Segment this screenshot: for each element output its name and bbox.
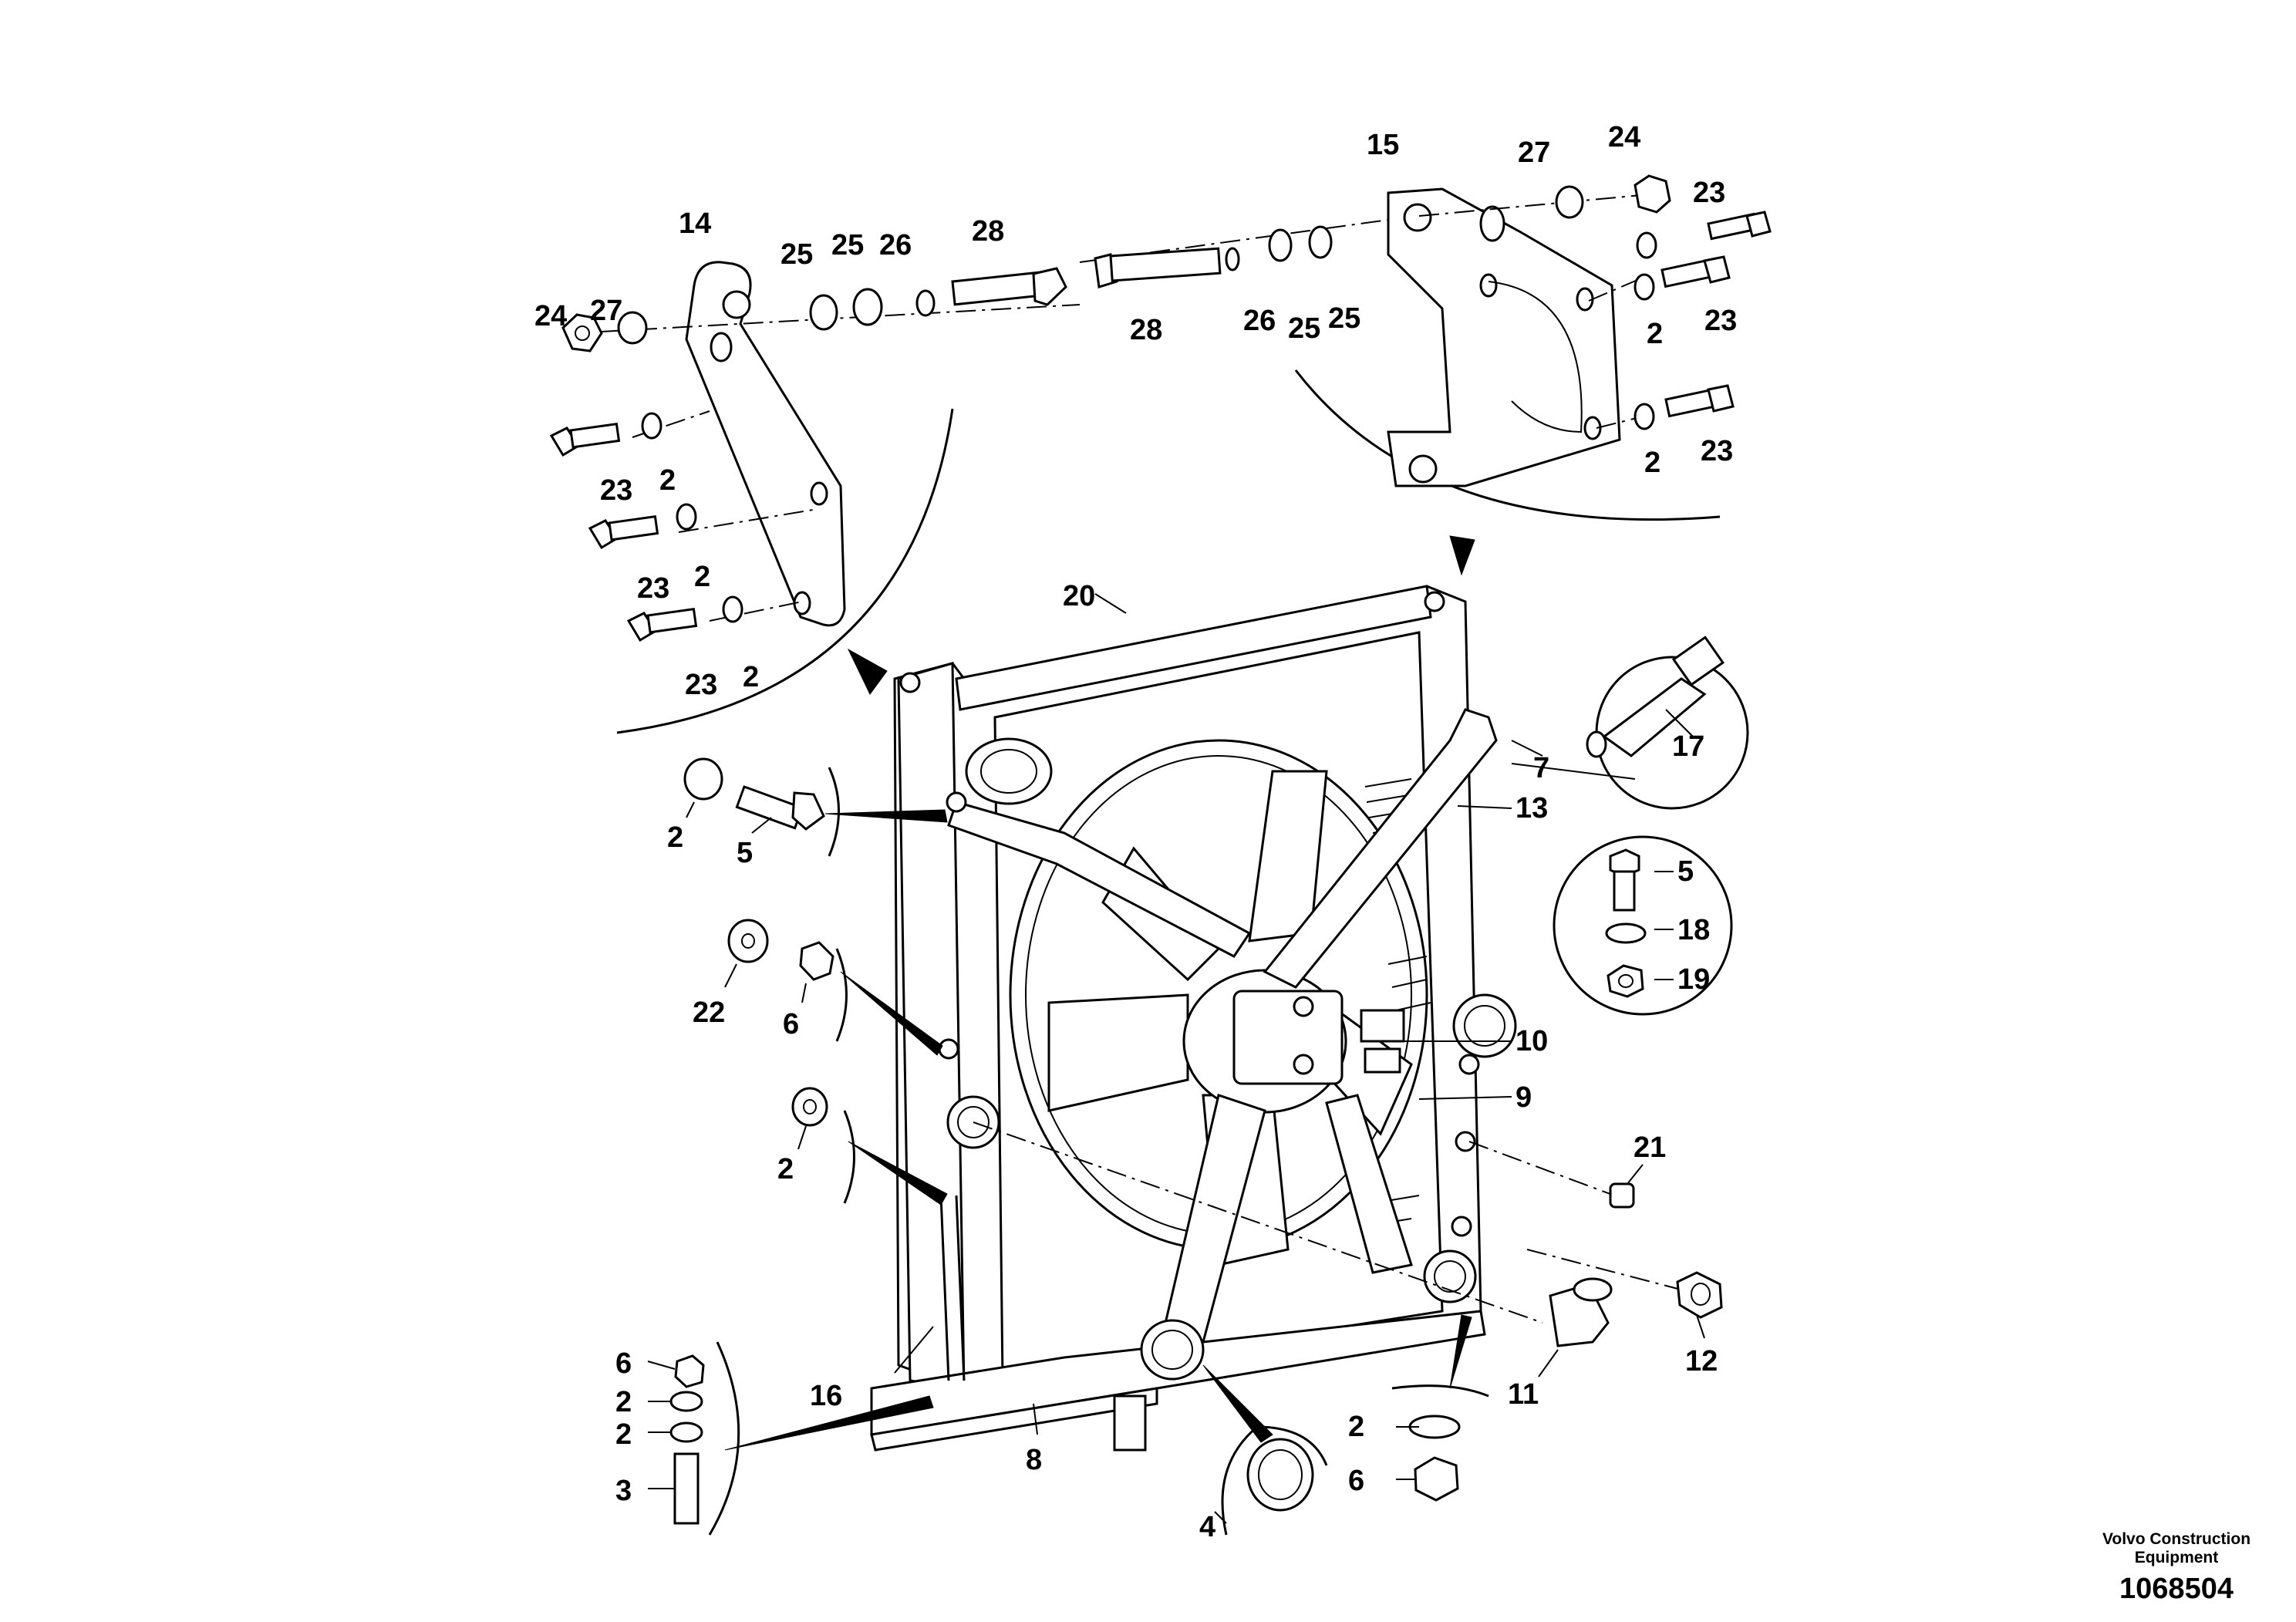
label-2: 2 [659,464,676,497]
label-28: 28 [972,215,1004,248]
right-bracket-detail [1079,174,1772,576]
label-2: 2 [667,821,683,854]
part-number-labels: 14 24 27 25 25 26 28 23 2 23 2 23 2 15 2… [534,121,1737,1543]
publisher-block: Volvo Construction Equipment 1068504 [2102,1530,2250,1605]
label-25: 25 [1328,302,1360,335]
label-13: 13 [1515,792,1548,824]
label-23: 23 [1693,177,1725,209]
label-26: 26 [1243,305,1276,337]
label-19: 19 [1677,963,1710,996]
left-bracket-detail [549,261,1081,734]
leader-lines [647,593,1705,1524]
sealant-callout [1586,636,1749,810]
label-24: 24 [1608,121,1640,153]
label-2: 2 [694,561,710,593]
label-2: 2 [615,1418,632,1451]
label-6: 6 [1348,1465,1364,1497]
label-25: 25 [1288,312,1320,345]
label-20: 20 [1063,580,1095,612]
label-4: 4 [1199,1511,1215,1543]
drawing-number: 1068504 [2119,1573,2234,1605]
label-2: 2 [777,1153,794,1185]
label-6: 6 [615,1347,632,1380]
label-22: 22 [693,996,725,1029]
label-21: 21 [1633,1131,1666,1164]
fastener-kit-callout [1553,835,1733,1016]
label-2: 2 [1644,447,1660,479]
label-2: 2 [615,1386,632,1418]
label-18: 18 [1677,914,1710,946]
label-10: 10 [1515,1025,1548,1057]
label-26: 26 [879,229,912,261]
label-23: 23 [1701,435,1733,467]
label-23: 23 [600,474,632,507]
label-15: 15 [1367,129,1399,161]
label-23: 23 [1704,305,1737,337]
label-28: 28 [1130,314,1162,346]
label-25: 25 [831,229,864,261]
label-23: 23 [637,572,669,605]
bottom-callout-parts [1221,1182,1723,1536]
label-23: 23 [685,669,717,701]
brand-line-2: Equipment [2135,1549,2219,1566]
label-17: 17 [1672,730,1704,763]
label-5: 5 [1677,855,1694,888]
label-12: 12 [1685,1345,1718,1378]
label-6: 6 [783,1008,799,1040]
label-8: 8 [1026,1444,1042,1476]
label-9: 9 [1515,1081,1532,1114]
label-27: 27 [590,295,622,327]
radiator-assembly [724,585,1705,1452]
left-callout-parts [669,757,855,1536]
label-3: 3 [615,1475,632,1507]
label-2: 2 [1647,318,1663,350]
label-25: 25 [781,238,813,271]
label-24: 24 [534,300,567,332]
label-16: 16 [810,1380,842,1412]
label-27: 27 [1518,137,1550,169]
brand-line-1: Volvo Construction [2102,1530,2250,1548]
label-7: 7 [1533,752,1549,784]
label-2: 2 [1348,1411,1364,1443]
label-14: 14 [679,207,711,240]
label-5: 5 [737,837,753,869]
label-2: 2 [743,661,759,693]
label-11: 11 [1508,1378,1539,1411]
